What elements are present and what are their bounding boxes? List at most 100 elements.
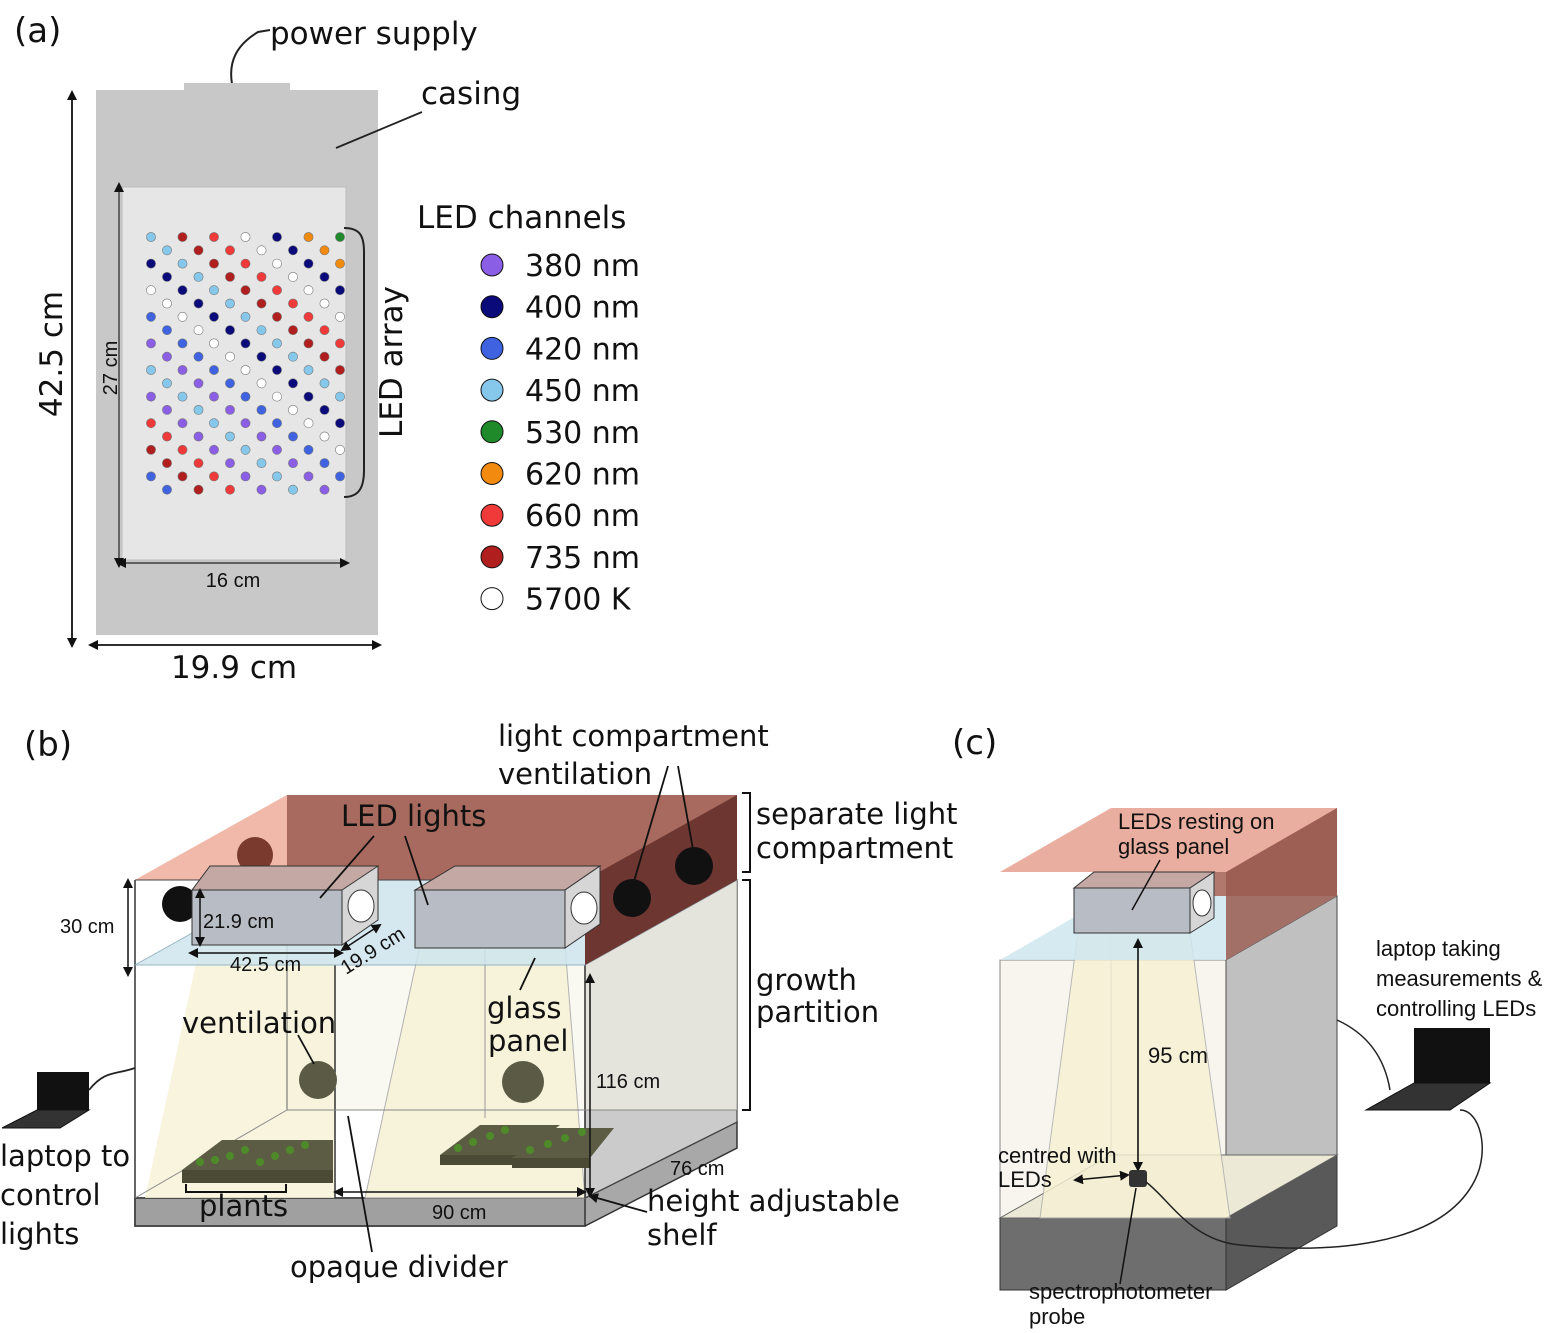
led-dot — [209, 365, 219, 375]
casing-label: casing — [421, 76, 521, 112]
led-dot — [240, 471, 251, 482]
dim-21-9-label: 21.9 cm — [203, 911, 274, 933]
led-dot — [319, 484, 330, 495]
dim-116-label: 116 cm — [596, 1071, 660, 1093]
led-dot — [193, 298, 204, 309]
dim-array-height-label: 27 cm — [100, 341, 122, 395]
led-dot — [193, 271, 204, 282]
ventilation-pointer — [297, 1034, 315, 1065]
led-array-brace — [343, 227, 365, 498]
led-dot — [335, 338, 345, 349]
led-dot — [335, 391, 345, 402]
dim-width-label: 19.9 cm — [171, 650, 297, 686]
led-dot — [146, 311, 156, 322]
led-dot — [303, 365, 314, 375]
led-dot — [335, 444, 345, 455]
led-dot — [288, 271, 298, 282]
led-dot — [225, 298, 235, 309]
led-dot — [319, 458, 330, 468]
led-dot — [146, 471, 156, 482]
led-lights-label: LED lights — [341, 799, 486, 833]
led-dot — [177, 232, 188, 242]
dim-90-label: 90 cm — [432, 1202, 486, 1224]
led-dot — [225, 378, 235, 389]
led-dot — [209, 285, 219, 296]
led-dot — [146, 444, 156, 455]
led-dot — [335, 471, 345, 482]
shelf-pointer — [588, 1193, 648, 1213]
led-dot — [193, 378, 204, 389]
legend-swatch — [480, 545, 504, 569]
led-dot — [303, 338, 314, 349]
leds-resting-label-1: LEDs resting on — [1118, 809, 1275, 834]
led-dot — [272, 391, 282, 402]
led-dot — [146, 365, 156, 375]
legend-swatch — [480, 462, 504, 485]
plants-bracket — [185, 1184, 287, 1193]
led-dot — [162, 271, 172, 282]
led-dot — [288, 404, 298, 415]
growth-label-1: growth — [756, 963, 857, 997]
centred-label-1: centred with — [998, 1143, 1117, 1168]
dim-42-5-label: 42.5 cm — [230, 954, 301, 976]
height-adjustable-label-2: shelf — [647, 1218, 717, 1252]
led-dot — [146, 258, 156, 269]
led-dot — [319, 271, 330, 282]
led-grid — [146, 232, 345, 495]
led-dot — [177, 311, 188, 322]
led-dot — [162, 298, 172, 309]
laptop-icon — [1, 1067, 136, 1129]
led-dot — [303, 418, 314, 429]
probe-icon — [1129, 1109, 1483, 1249]
led-dot — [225, 271, 235, 282]
laptop-label-3: lights — [0, 1217, 79, 1251]
legend-label: 450 nm — [525, 374, 640, 409]
led-dot — [177, 391, 188, 402]
led-dot — [335, 258, 345, 269]
led-dot — [256, 325, 267, 335]
led-dot — [225, 245, 235, 256]
led-dot — [209, 471, 219, 482]
led-dot — [256, 431, 267, 442]
legend-label: 420 nm — [525, 332, 640, 367]
led-dot — [162, 245, 172, 256]
legend-label: 400 nm — [525, 291, 640, 326]
led-dot — [193, 351, 204, 362]
light-ventilation-label-2: ventilation — [498, 757, 652, 791]
led-dot — [272, 311, 282, 322]
glass-label-2: panel — [488, 1024, 568, 1058]
led-dot — [335, 232, 345, 242]
ventilation-pointer-2 — [677, 765, 695, 856]
ventilation-pointer-1 — [631, 765, 669, 889]
led-dot — [225, 351, 235, 362]
panel-a: (a) power supply casing LED array 42.5 c… — [14, 11, 640, 686]
led-dot — [162, 458, 172, 468]
led-dot — [162, 404, 172, 415]
legend-swatch — [480, 420, 504, 444]
led-dot — [272, 338, 282, 349]
led-dot — [146, 285, 156, 296]
led-dot — [162, 351, 172, 362]
growth-partition-bracket — [742, 879, 751, 1111]
led-dot — [288, 351, 298, 362]
led-dot — [319, 378, 330, 389]
led-dot — [288, 245, 298, 256]
casing-pointer — [335, 111, 423, 149]
laptop-label-2: control — [0, 1178, 101, 1212]
led-dot — [256, 271, 267, 282]
dim-95-label: 95 cm — [1148, 1043, 1208, 1068]
led-dot — [162, 484, 172, 495]
led-dot — [288, 458, 298, 468]
laptop-c-label-2: measurements & — [1376, 966, 1543, 991]
laptop-c-label-3: controlling LEDs — [1376, 996, 1536, 1021]
led-dot — [256, 298, 267, 309]
led-dot — [209, 444, 219, 455]
panel-b-tag: (b) — [24, 725, 72, 765]
legend-label: 380 nm — [525, 249, 640, 284]
led-dot — [240, 391, 251, 402]
separate-light-label-1: separate light — [756, 797, 958, 831]
probe-label-2: probe — [1029, 1304, 1085, 1329]
led-light — [1072, 871, 1216, 934]
led-dot — [335, 365, 345, 375]
led-dot — [209, 391, 219, 402]
